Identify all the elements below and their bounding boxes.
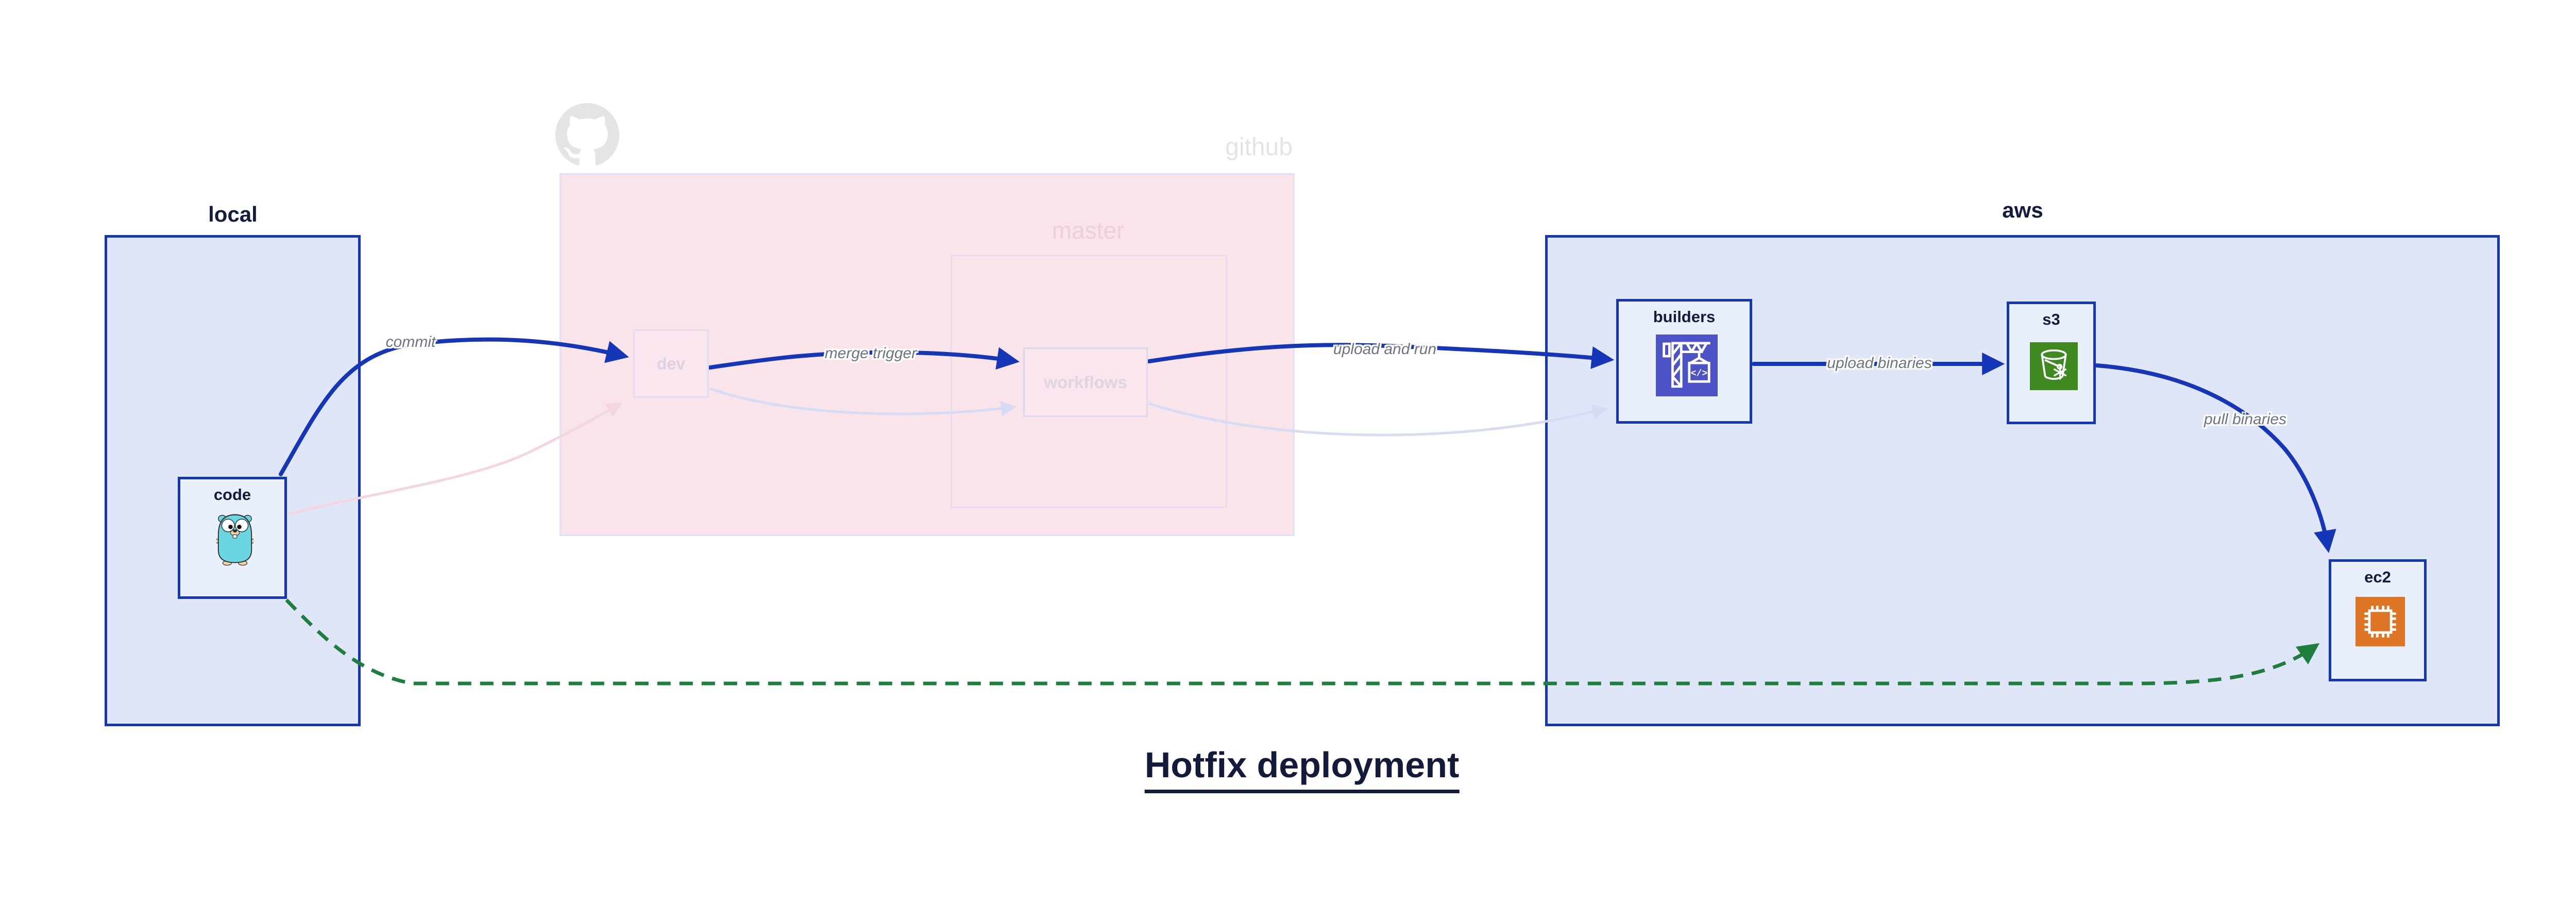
github-octocat-icon (555, 103, 619, 167)
builders-node-label: builders (1653, 308, 1716, 326)
dev-node-label: dev (656, 354, 686, 373)
svg-text:</>: </> (1691, 369, 1707, 379)
edge-label-pull-binaries: pull binaries (2204, 411, 2287, 428)
go-gopher-icon (214, 512, 256, 566)
workflows-node-label: workflows (1044, 372, 1127, 392)
node-dev: dev (633, 329, 709, 398)
node-code: code (178, 477, 287, 599)
codebuild-crane-icon: </> (1656, 335, 1718, 396)
node-s3: s3 (2007, 302, 2096, 424)
master-watermark-label: master (1052, 217, 1125, 244)
s3-node-label: s3 (2042, 310, 2060, 328)
faded-merge-arrow (709, 387, 1016, 416)
code-node-label: code (213, 486, 251, 504)
edge-label-merge-trigger: merge trigger (824, 345, 917, 362)
edge-label-upload-and-run: upload and run (1333, 341, 1437, 358)
node-ec2: ec2 (2329, 559, 2427, 681)
ec2-node-label: ec2 (2364, 568, 2391, 586)
local-group-label: local (208, 202, 258, 226)
group-master (951, 255, 1227, 508)
ec2-chip-icon (2355, 597, 2405, 646)
commit-arrow (279, 337, 629, 476)
pull-binaries-arrow (2095, 363, 2336, 554)
s3-bucket-icon (2030, 342, 2078, 390)
edge-label-commit: commit (385, 333, 436, 350)
aws-group-label: aws (2002, 198, 2043, 222)
faded-upload-arrow (1148, 402, 1608, 437)
node-workflows: workflows (1023, 347, 1148, 417)
upload-and-run-arrow (1147, 343, 1615, 369)
diagram-title: Hotfix deployment (1144, 744, 1460, 793)
edge-label-upload-binaries: upload binaries (1827, 355, 1932, 372)
merge-trigger-arrow (708, 347, 1020, 370)
node-builders: builders </> (1616, 299, 1752, 424)
hotfix-dashed-arrow (285, 598, 2320, 686)
github-watermark-label: github (1225, 133, 1293, 161)
faded-commit-arrow (287, 403, 622, 516)
